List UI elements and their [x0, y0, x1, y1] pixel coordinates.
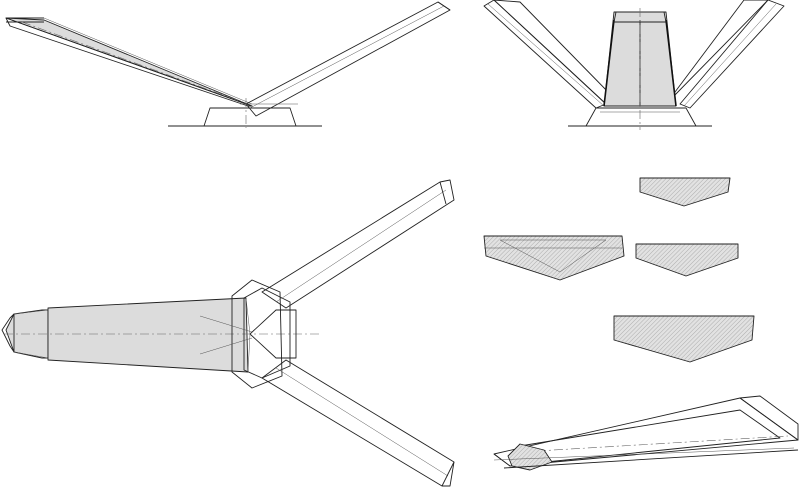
- section-3: [635, 243, 739, 277]
- front-elevation: [5, 1, 451, 128]
- perspective-view: [493, 395, 799, 471]
- section-4: [613, 315, 755, 363]
- section-2: [483, 235, 625, 281]
- section-1: [639, 177, 731, 207]
- plan-view: A: [1, 179, 455, 487]
- side-elevation: [483, 0, 785, 130]
